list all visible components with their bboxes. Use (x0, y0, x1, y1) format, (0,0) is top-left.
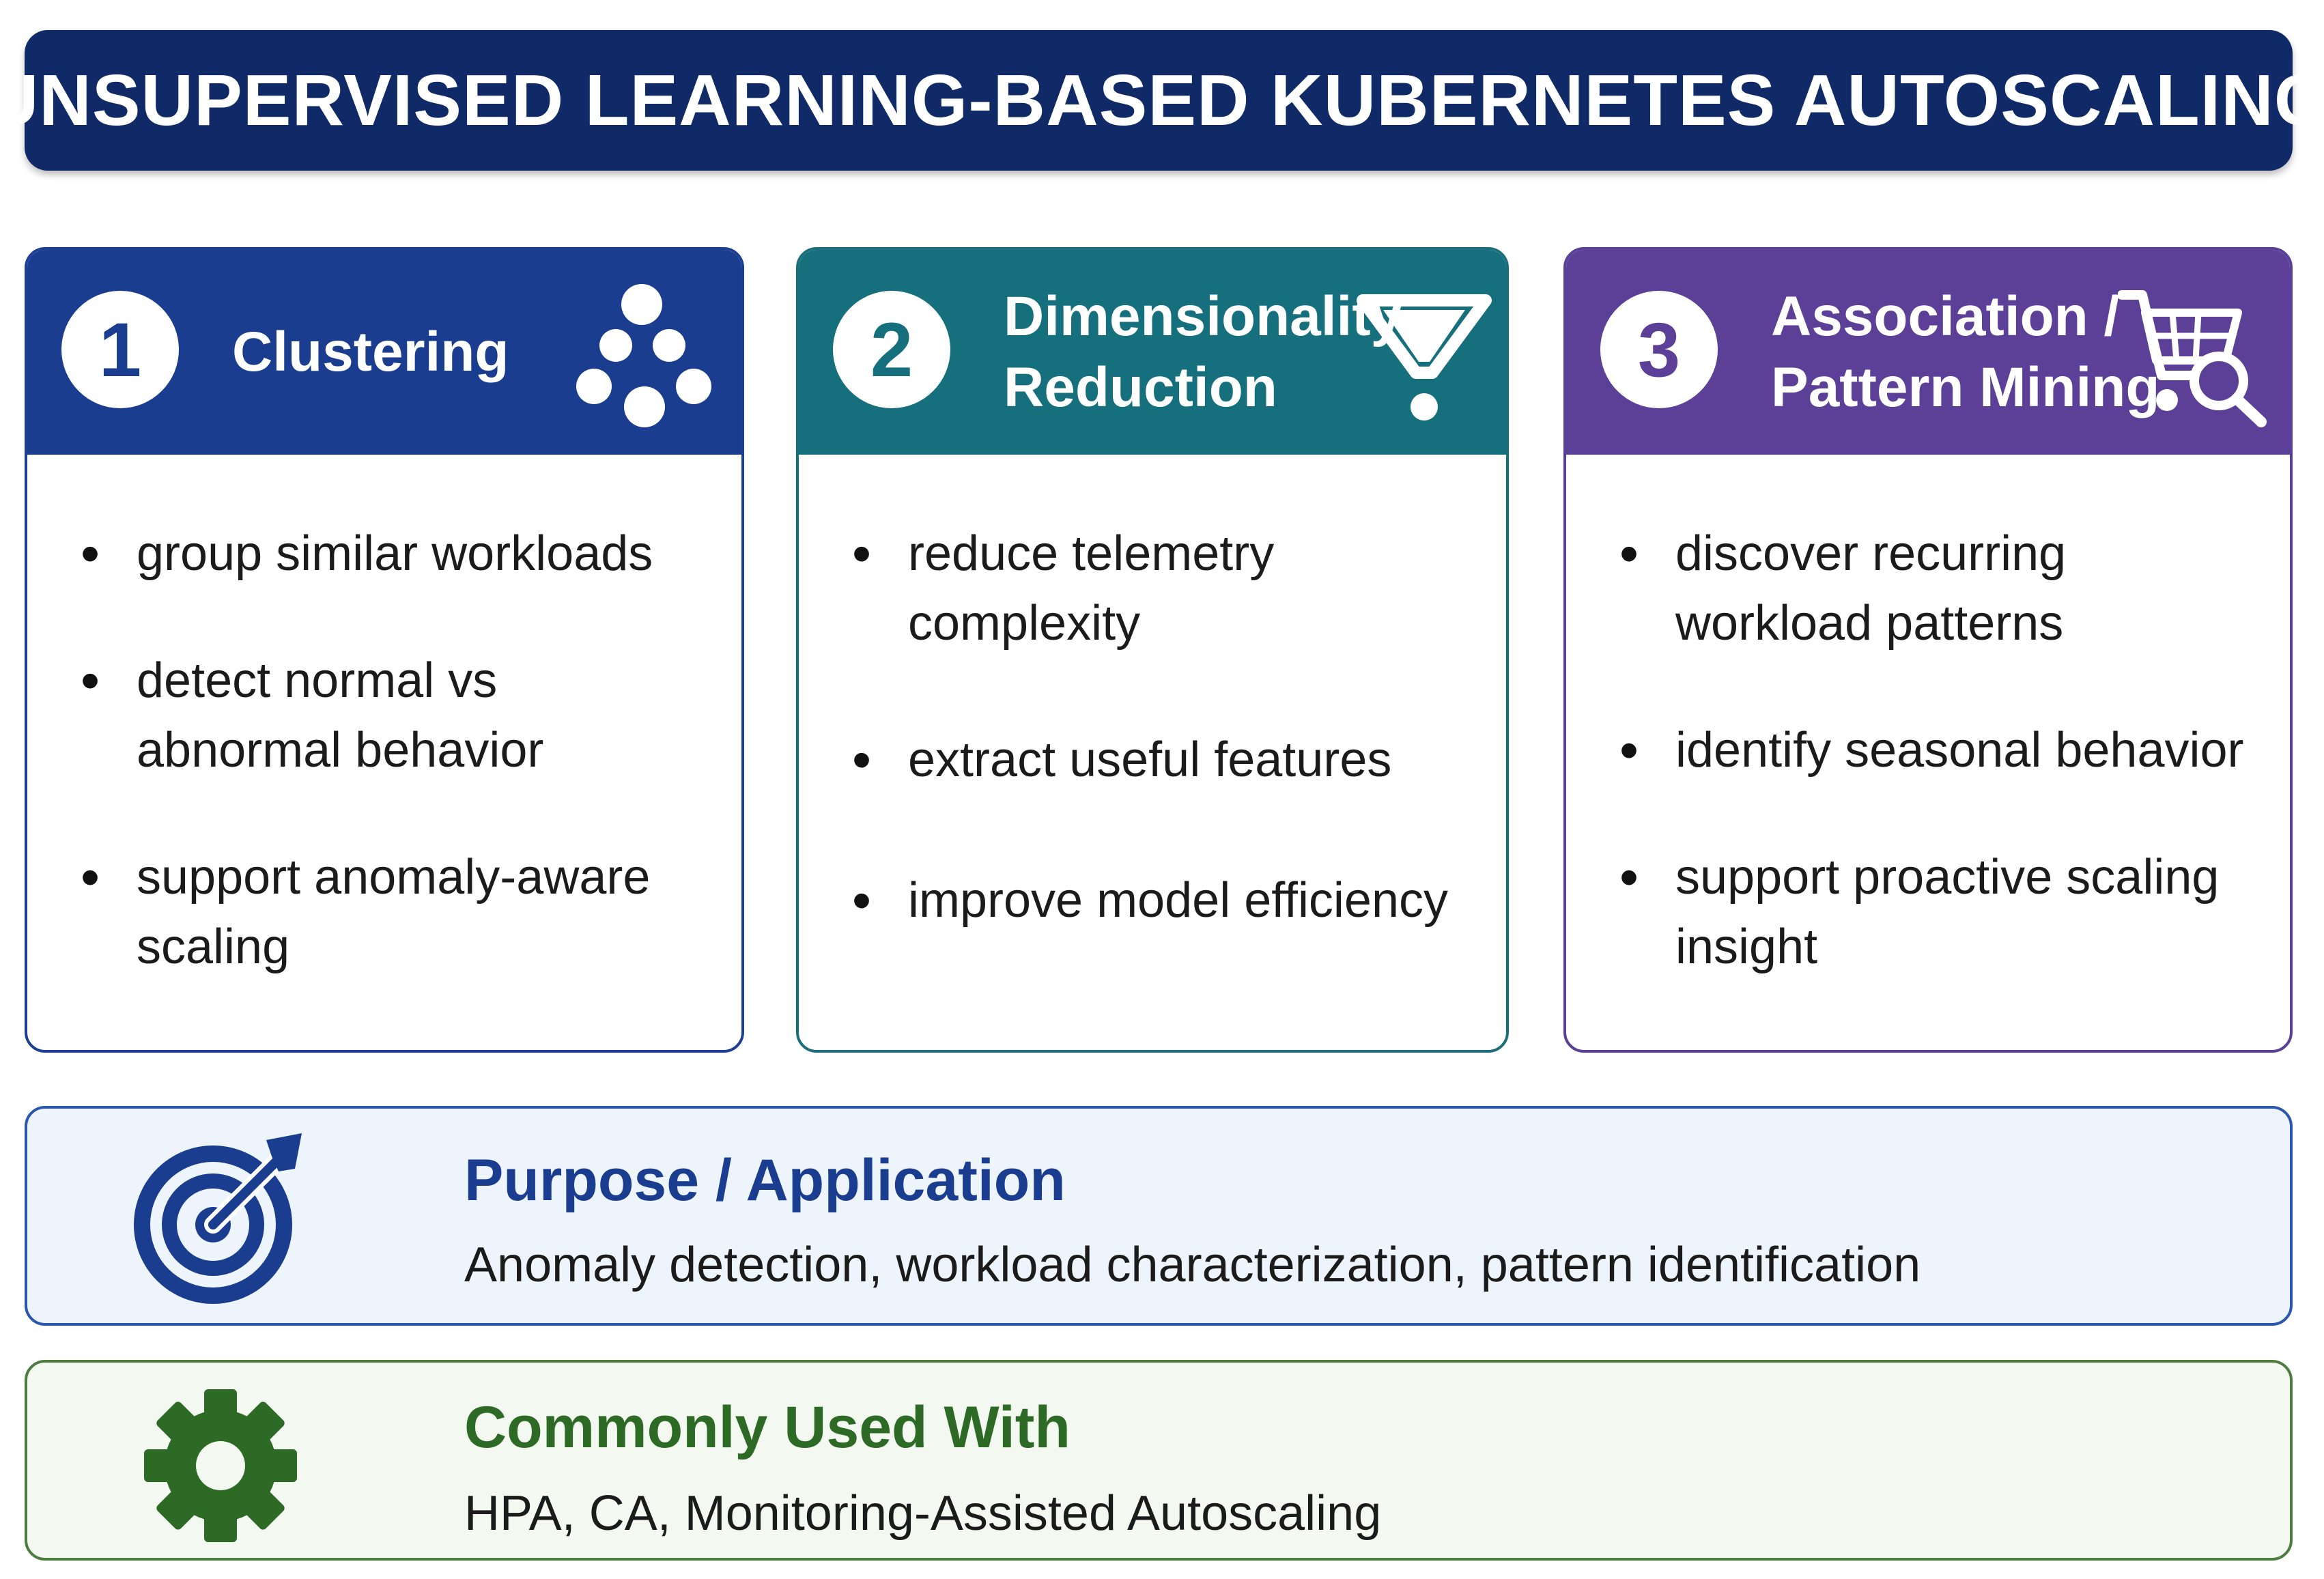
bullet-item: extract useful features (799, 725, 1506, 795)
card-header: 2 Dimensionality Reduction (799, 250, 1506, 455)
bullet-item: support proactive scaling insight (1566, 842, 2290, 982)
step-number: 3 (1600, 291, 1718, 408)
step-number: 2 (833, 291, 950, 408)
card-dimensionality-reduction: 2 Dimensionality Reduction reduce teleme… (796, 247, 1509, 1053)
card-header: 3 Association / Pattern Mining (1566, 250, 2290, 455)
bullet-item: detect normal vs abnormal behavior (27, 646, 741, 785)
bullet-item: group similar workloads (27, 519, 741, 588)
page-title: UNSUPERVISED LEARNING-BASED KUBERNETES A… (0, 59, 2324, 141)
funnel-icon (1357, 294, 1492, 421)
gear-icon (144, 1389, 297, 1542)
cart-search-icon (2118, 290, 2267, 427)
bullet-item: support anomaly-aware scaling (27, 842, 741, 982)
bullet-item: improve model efficiency (799, 866, 1506, 935)
step-number: 1 (61, 291, 179, 408)
card-header: 1 Clustering (27, 250, 741, 455)
bullet-item: identify seasonal behavior (1566, 715, 2290, 785)
card-title: Dimensionality Reduction (1004, 285, 1402, 418)
card-pattern-mining: 3 Association / Pattern Mining discover … (1563, 247, 2293, 1053)
purpose-heading: Purpose / Application (464, 1148, 1066, 1213)
card-title: Clustering (232, 321, 509, 383)
bullet-list: group similar workloads detect normal vs… (27, 455, 741, 982)
card-title: Association / Pattern Mining (1771, 285, 2160, 418)
title-banner: UNSUPERVISED LEARNING-BASED KUBERNETES A… (0, 30, 2324, 171)
target-icon (134, 1133, 302, 1304)
commonly-used-box: Commonly Used With HPA, CA, Monitoring-A… (25, 1360, 2293, 1561)
common-heading: Commonly Used With (464, 1395, 1071, 1460)
common-text: HPA, CA, Monitoring-Assisted Autoscaling (464, 1486, 1382, 1541)
bullet-list: discover recurring workload patterns ide… (1566, 455, 2290, 982)
clusters-icon (576, 284, 711, 427)
purpose-text: Anomaly detection, workload characteriza… (464, 1238, 1921, 1292)
bullet-item: reduce telemetry complexity (799, 519, 1506, 658)
purpose-box: Purpose / Application Anomaly detection,… (25, 1106, 2293, 1326)
bullet-list: reduce telemetry complexity extract usef… (799, 455, 1506, 935)
bullet-item: discover recurring workload patterns (1566, 519, 2290, 658)
card-clustering: 1 Clustering group similar workloads det… (25, 247, 744, 1053)
